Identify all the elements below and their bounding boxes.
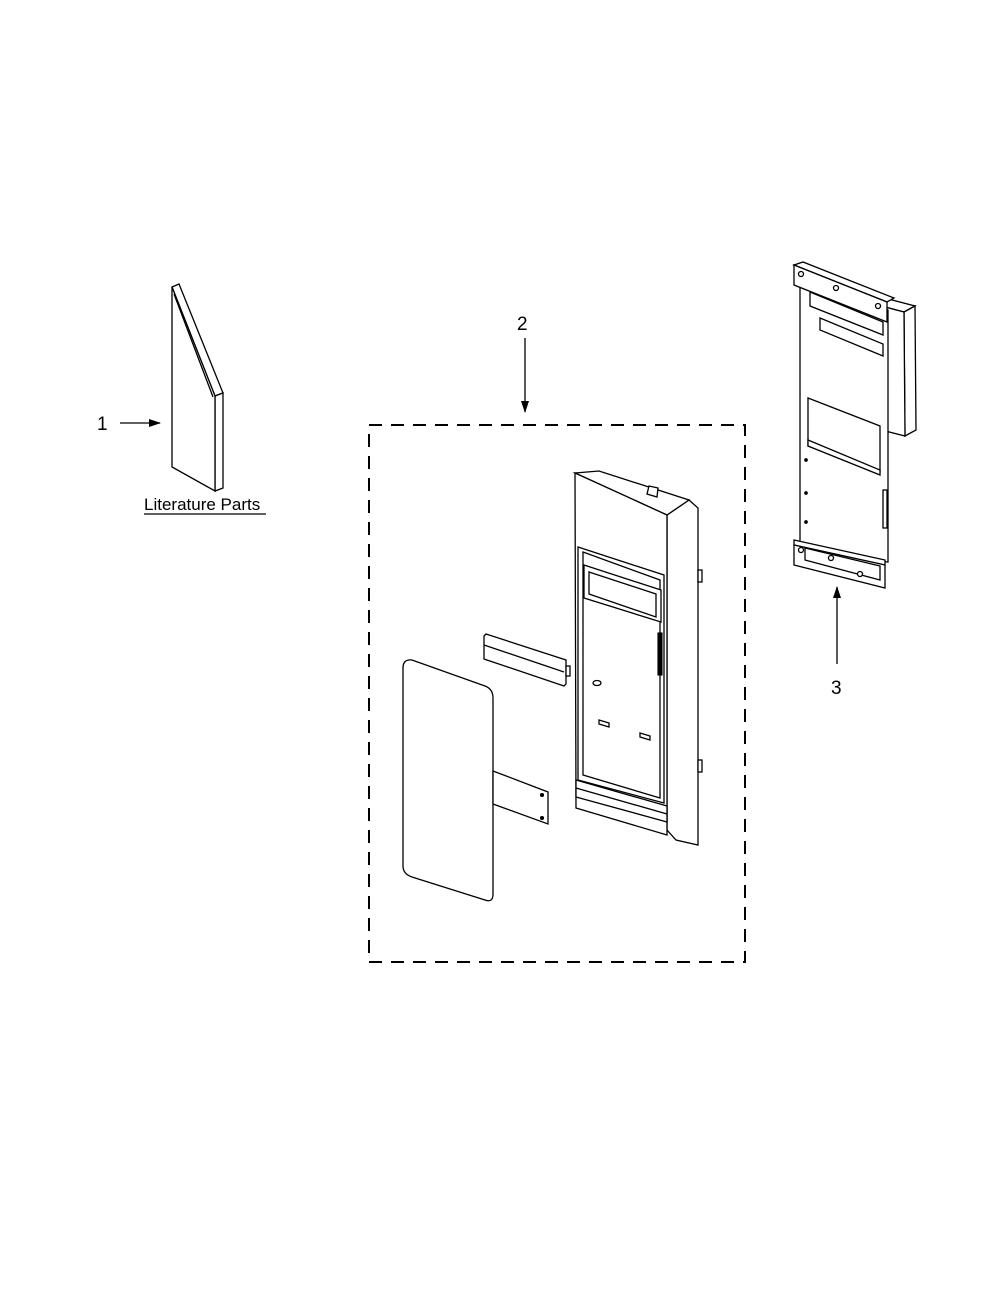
literature-booklet bbox=[171, 283, 224, 493]
small-plate bbox=[492, 770, 549, 825]
callout-2: 2 bbox=[517, 314, 529, 413]
control-panel-frame bbox=[572, 470, 703, 846]
literature-parts-label: Literature Parts bbox=[144, 495, 260, 514]
display-cover bbox=[483, 633, 571, 687]
callout-3-label: 3 bbox=[831, 678, 842, 699]
assembly-group-boundary bbox=[368, 424, 746, 963]
callout-1: 1 bbox=[97, 414, 161, 435]
callout-3: 3 bbox=[831, 586, 842, 699]
callout-2-label: 2 bbox=[517, 314, 528, 335]
callout-1-label: 1 bbox=[97, 414, 108, 435]
control-board bbox=[792, 261, 917, 589]
membrane-overlay bbox=[402, 659, 494, 902]
